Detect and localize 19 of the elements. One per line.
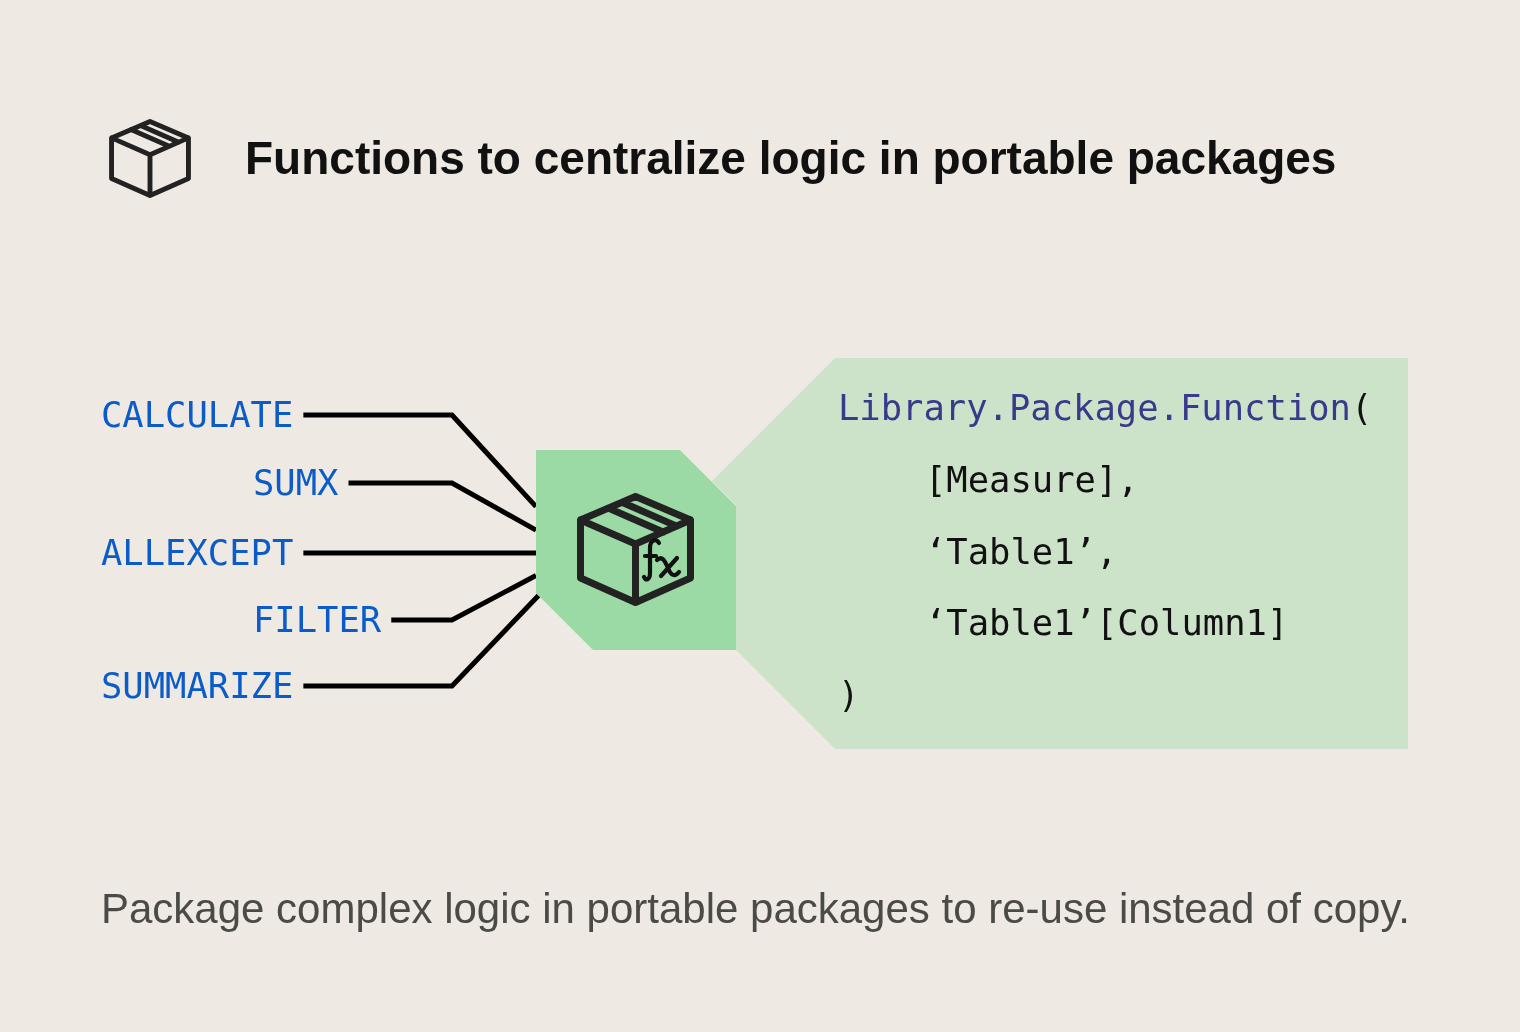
code-callout (736, 358, 1408, 749)
code-line: ) (838, 673, 860, 717)
code-line: ‘Table1’, (925, 530, 1118, 574)
code-line: ‘Table1’[Column1] (925, 601, 1289, 645)
title: Functions to centralize logic in portable packages (245, 131, 1337, 186)
function-name: ALLEXCEPT (101, 531, 294, 575)
function-package-box (536, 450, 736, 650)
connector-line (303, 550, 536, 556)
code-line: [Measure], (925, 458, 1139, 502)
function-name: SUMX (253, 461, 339, 505)
caption: Package complex logic in portable packages to re-use instead of copy. (101, 884, 1410, 934)
function-name: SUMMARIZE (101, 664, 294, 708)
connector-line (391, 573, 538, 623)
function-name: CALCULATE (101, 393, 294, 437)
connector-line (303, 593, 541, 689)
code-line: Library.Package.Function( (838, 386, 1373, 430)
function-name: FILTER (253, 598, 382, 642)
connector-line (348, 480, 538, 533)
connector-line (303, 412, 538, 509)
